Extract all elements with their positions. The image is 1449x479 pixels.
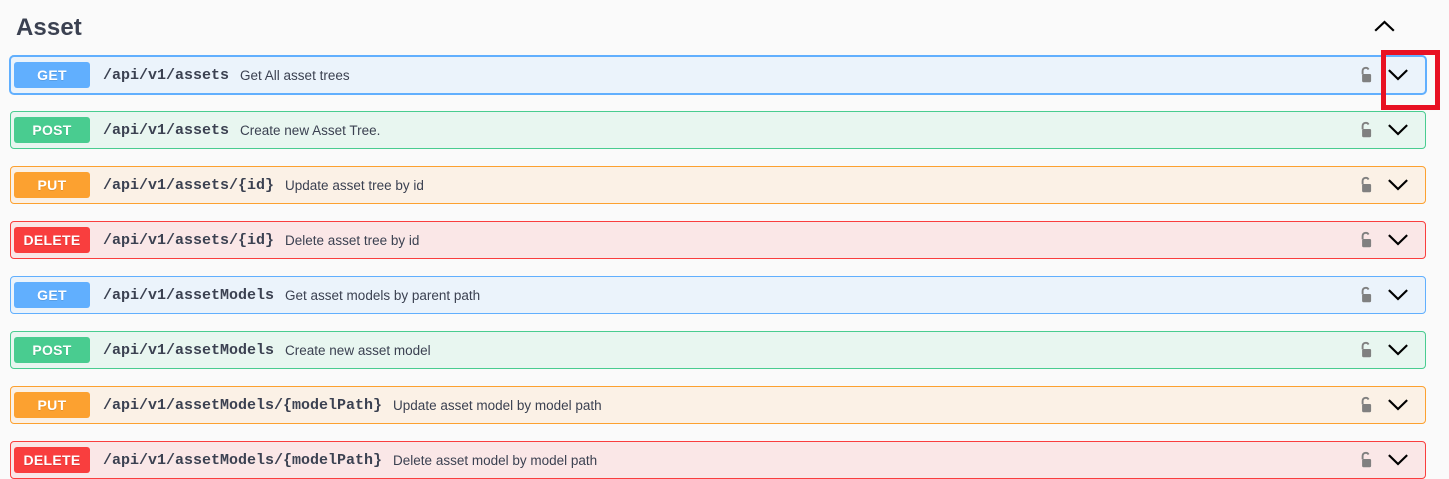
operation-path: /api/v1/assetModels — [103, 286, 275, 304]
operation-path: /api/v1/assetModels — [103, 341, 275, 359]
operation-controls — [1359, 285, 1411, 305]
operation-path: /api/v1/assets/{id} — [103, 231, 275, 249]
expand-operation-button[interactable] — [1385, 340, 1411, 360]
method-badge-get: GET — [14, 62, 90, 88]
unlocked-padlock-icon[interactable] — [1359, 121, 1374, 140]
unlocked-padlock-icon[interactable] — [1359, 451, 1374, 470]
operation-row[interactable]: DELETE/api/v1/assetModels/{modelPath} Del… — [10, 441, 1426, 479]
operation-controls — [1359, 175, 1411, 195]
operation-row[interactable]: PUT/api/v1/assetModels/{modelPath} Update… — [10, 386, 1426, 424]
section-header[interactable]: Asset — [0, 0, 1449, 56]
header-divider — [12, 55, 1421, 56]
operation-path: /api/v1/assets/{id} — [103, 176, 275, 194]
operation-description: Create new asset model — [285, 342, 431, 358]
operation-row[interactable]: GET/api/v1/assetModels Get asset models b… — [10, 276, 1426, 314]
expand-operation-button[interactable] — [1385, 175, 1411, 195]
operation-description: Delete asset model by model path — [393, 452, 598, 468]
unlocked-padlock-icon[interactable] — [1359, 231, 1374, 250]
method-badge-delete: DELETE — [14, 227, 90, 253]
operation-description: Delete asset tree by id — [285, 232, 420, 248]
operation-description: Update asset model by model path — [393, 397, 602, 413]
operation-controls — [1359, 120, 1411, 140]
operation-path: /api/v1/assets — [103, 66, 230, 84]
method-badge-post: POST — [14, 117, 90, 143]
operation-path: /api/v1/assetModels/{modelPath} — [103, 396, 383, 414]
operation-row[interactable]: POST/api/v1/assetModels Create new asset … — [10, 331, 1426, 369]
expand-operation-button[interactable] — [1385, 120, 1411, 140]
operation-row[interactable]: GET/api/v1/assets Get All asset trees — [10, 56, 1426, 94]
expand-operation-button[interactable] — [1385, 230, 1411, 250]
operation-description: Create new Asset Tree. — [240, 122, 381, 138]
operation-controls — [1359, 340, 1411, 360]
operation-row[interactable]: DELETE/api/v1/assets/{id} Delete asset tr… — [10, 221, 1426, 259]
expand-operation-button[interactable] — [1385, 65, 1411, 85]
method-badge-put: PUT — [14, 172, 90, 198]
unlocked-padlock-icon[interactable] — [1359, 341, 1374, 360]
page-title: Asset — [16, 14, 82, 41]
expand-operation-button[interactable] — [1385, 395, 1411, 415]
unlocked-padlock-icon[interactable] — [1359, 286, 1374, 305]
operation-controls — [1359, 230, 1411, 250]
chevron-up-icon — [1373, 19, 1395, 38]
operation-controls — [1359, 395, 1411, 415]
expand-operation-button[interactable] — [1385, 285, 1411, 305]
unlocked-padlock-icon[interactable] — [1359, 66, 1374, 85]
method-badge-put: PUT — [14, 392, 90, 418]
operation-description: Get asset models by parent path — [285, 287, 481, 303]
collapse-section-button[interactable] — [1367, 11, 1401, 45]
method-badge-post: POST — [14, 337, 90, 363]
method-badge-get: GET — [14, 282, 90, 308]
operation-row[interactable]: PUT/api/v1/assets/{id} Update asset tree … — [10, 166, 1426, 204]
expand-operation-button[interactable] — [1385, 450, 1411, 470]
unlocked-padlock-icon[interactable] — [1359, 176, 1374, 195]
unlocked-padlock-icon[interactable] — [1359, 396, 1374, 415]
operation-description: Get All asset trees — [240, 67, 350, 83]
operation-row[interactable]: POST/api/v1/assets Create new Asset Tree. — [10, 111, 1426, 149]
operation-description: Update asset tree by id — [285, 177, 424, 193]
operation-controls — [1359, 450, 1411, 470]
operation-path: /api/v1/assetModels/{modelPath} — [103, 451, 383, 469]
method-badge-delete: DELETE — [14, 447, 90, 473]
operation-controls — [1359, 65, 1411, 85]
operation-path: /api/v1/assets — [103, 121, 230, 139]
